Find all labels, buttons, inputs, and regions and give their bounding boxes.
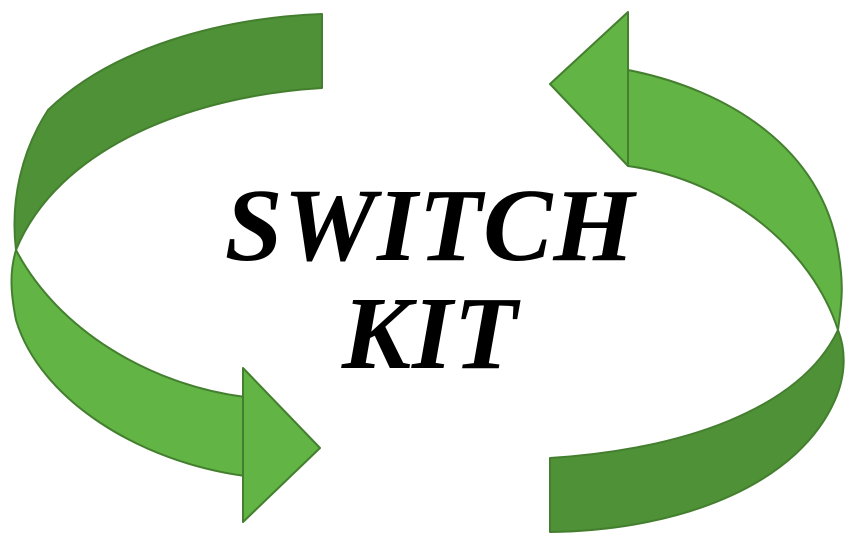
right-arrow-head (550, 12, 628, 166)
right-arrow-upper-band (628, 70, 842, 330)
title-line-2: KIT (200, 280, 660, 388)
left-arrow-head (243, 368, 320, 522)
title-line-1: SWITCH (200, 172, 660, 280)
title-text: SWITCH KIT (200, 172, 660, 388)
